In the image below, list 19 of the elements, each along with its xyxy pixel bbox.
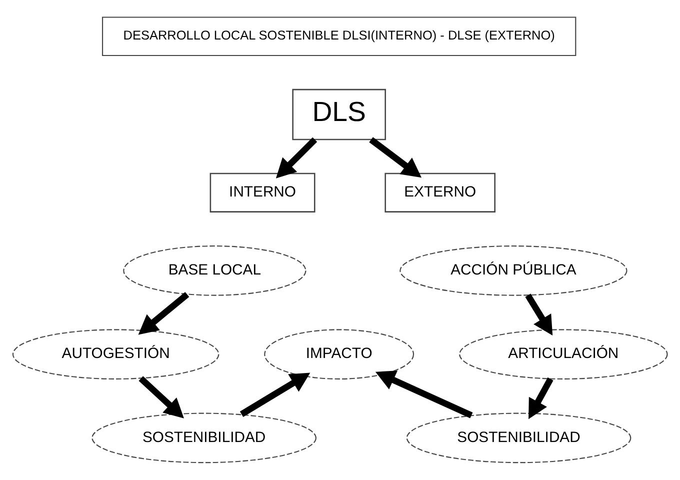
node-ellipse: AUTOGESTIÓN [12,329,220,380]
node-ellipse: IMPACTO [264,329,414,380]
node-box: DLS [292,88,386,140]
arrow [525,294,553,336]
node-box: INTERNO [210,172,316,212]
arrow [138,292,190,335]
arrow [528,377,554,420]
arrow [138,376,184,418]
node-ellipse: SOSTENIBILIDAD [406,412,632,464]
node-ellipse: ARTICULACIÓN [459,329,668,380]
node-box: EXTERNO [384,172,496,212]
node-box: DESARROLLO LOCAL SOSTENIBLE DLSI(INTERNO) - DLSE (EXTERNO) [102,16,576,56]
arrow [240,372,310,417]
arrow [369,137,422,178]
arrow [276,137,318,178]
node-ellipse: SOSTENIBILIDAD [92,412,316,464]
node-ellipse: ACCIÓN PÚBLICA [400,246,628,296]
arrow [375,370,473,418]
node-ellipse: BASE LOCAL [123,246,306,296]
